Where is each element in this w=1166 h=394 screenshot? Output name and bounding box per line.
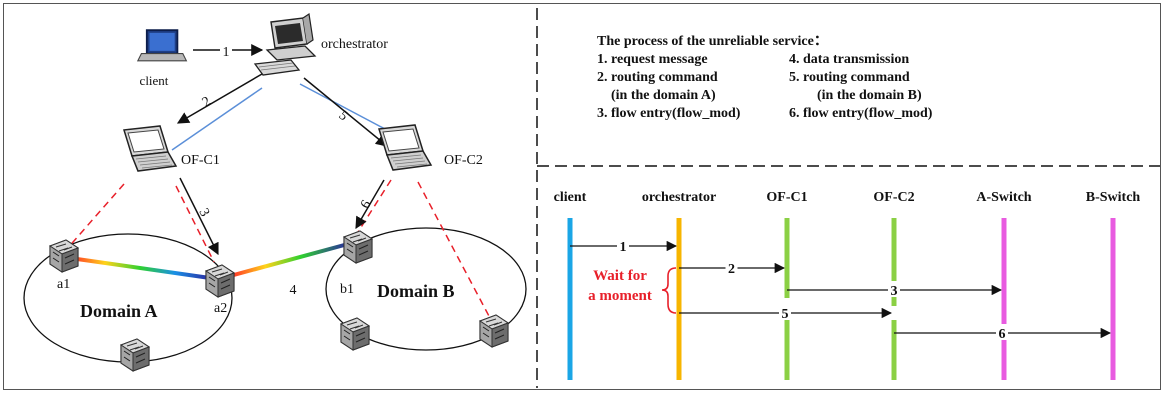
domain-a-label: Domain A	[80, 301, 158, 321]
orchestrator-computer-icon	[253, 12, 317, 76]
sequence-diagram: client orchestrator OF-C1 OF-C2 A-Switch B-Sw…	[554, 190, 1141, 380]
participant-label: A-Switch	[976, 190, 1031, 205]
ofc1-label: OF-C1	[181, 153, 220, 168]
data-path-a1-a2	[69, 256, 211, 280]
data-path-a2-b1	[229, 242, 349, 278]
participant-label: OF-C1	[766, 190, 807, 205]
switch-a2-label: a2	[214, 301, 227, 316]
legend-row: (in the domain A) (in the domain B)	[597, 87, 1017, 105]
legend-rows: 1. request message 4. data transmission 2.…	[597, 51, 1017, 123]
wait-note-line-1: Wait for	[593, 268, 647, 284]
message-label-bg	[996, 324, 1008, 340]
client-laptop-icon	[136, 29, 188, 62]
arrow-step-2	[176, 73, 263, 124]
switch-domain-a-icon	[120, 338, 150, 372]
arrow-step-3	[179, 177, 219, 256]
legend-item-right: 6. flow entry(flow_mod)	[789, 106, 933, 121]
arrow-step-6	[355, 179, 385, 230]
message-label: 3	[891, 284, 898, 299]
ofc2-label: OF-C2	[444, 153, 483, 168]
legend-row: 1. request message 4. data transmission	[597, 51, 1017, 69]
wait-brace	[661, 267, 677, 314]
switch-b1-icon	[343, 230, 373, 264]
legend-row: 2. routing command 5. routing command	[597, 69, 1017, 87]
net-step-label-2: 2	[200, 94, 214, 110]
domain-b-label: Domain B	[377, 281, 455, 301]
process-legend: The process of the unreliable service： 1…	[597, 33, 1017, 123]
legend-item-left: 3. flow entry(flow_mod)	[597, 106, 741, 121]
switch-domain-b-left-icon	[340, 317, 370, 351]
client-label: client	[140, 73, 169, 88]
participant-label: B-Switch	[1086, 190, 1141, 205]
message-label: 6	[999, 327, 1006, 342]
switch-b1-label: b1	[340, 282, 354, 297]
participant-label: client	[554, 190, 587, 205]
net-step-label-3: 3	[195, 206, 212, 219]
legend-title: The process of the unreliable service：	[597, 34, 828, 49]
message-label-bg	[888, 281, 900, 297]
message-label-bg	[617, 237, 629, 253]
legend-row: 3. flow entry(flow_mod) 6. flow entry(flo…	[597, 105, 1017, 123]
ofc1-laptop-icon	[123, 125, 177, 172]
message-label-bg	[779, 304, 791, 320]
ofc2-laptop-icon	[378, 124, 432, 171]
message-label: 2	[728, 262, 735, 277]
net-step-label-4: 4	[290, 283, 297, 298]
message-label: 1	[620, 240, 627, 255]
wait-note-line-2: a moment	[588, 288, 652, 304]
legend-item-right: 5. routing command	[789, 70, 910, 85]
message-label: 5	[782, 307, 789, 322]
legend-item-left: 1. request message	[597, 52, 708, 67]
message-label-bg	[725, 259, 738, 275]
switch-a1-label: a1	[57, 277, 70, 292]
participant-label: orchestrator	[642, 190, 716, 205]
participant-label: OF-C2	[873, 190, 914, 205]
legend-item-left: (in the domain A)	[611, 88, 716, 103]
legend-item-right: 4. data transmission	[789, 52, 910, 67]
domain-b-ellipse	[325, 227, 527, 351]
switch-a2-icon	[205, 264, 235, 298]
net-step-label-1: 1	[223, 45, 230, 60]
legend-item-left: 2. routing command	[597, 70, 718, 85]
legend-item-right: (in the domain B)	[817, 88, 922, 103]
switch-domain-b-right-icon	[479, 314, 509, 348]
arrow-step-5	[303, 77, 388, 147]
orchestrator-label: orchestrator	[321, 37, 388, 52]
orchestrator-controller-links	[171, 83, 403, 151]
net-step-label-5: 5	[336, 108, 351, 124]
wait-note: Wait for a moment	[572, 266, 668, 306]
diagram-frame	[3, 3, 1161, 390]
switch-a1-icon	[49, 239, 79, 273]
